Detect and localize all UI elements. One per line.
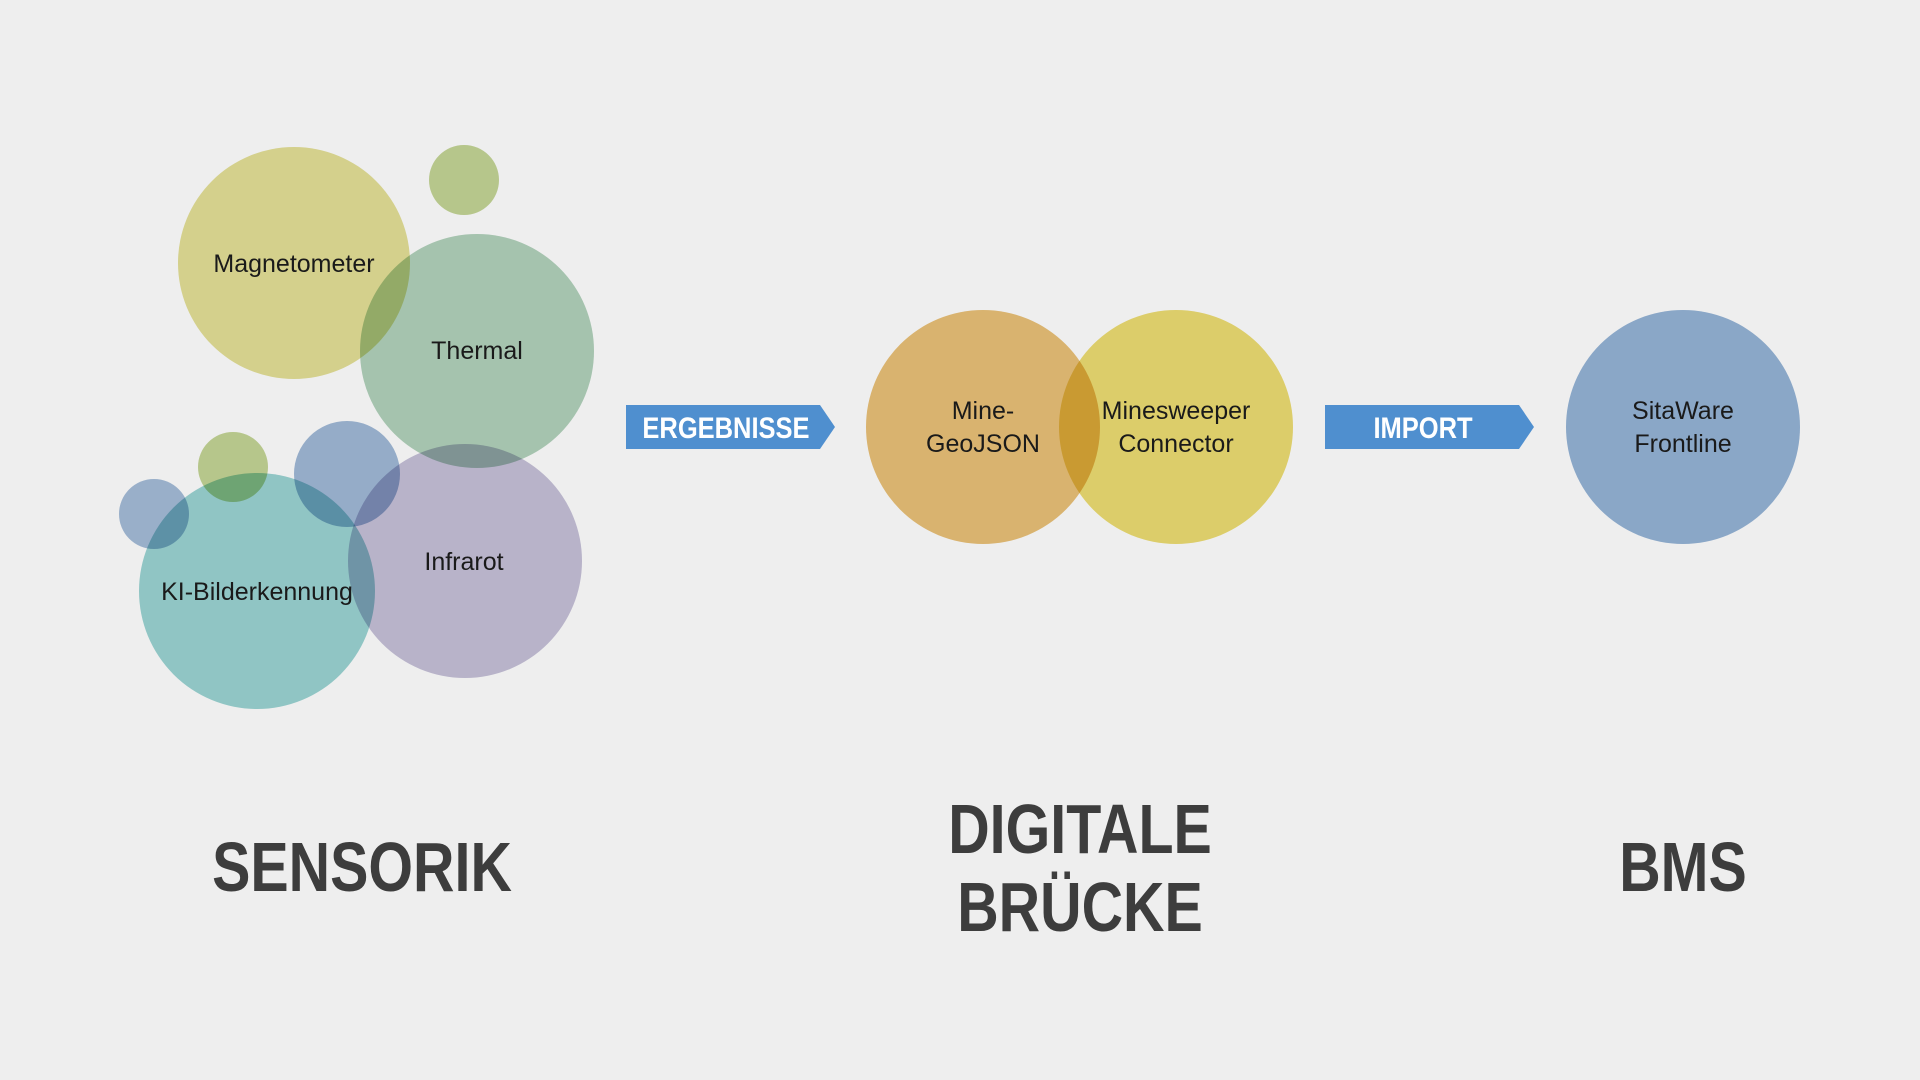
geojson-label-2: GeoJSON [926,430,1040,458]
sitaware-label-1: SitaWare [1632,397,1734,425]
magnetometer-circle [178,147,410,379]
import-arrow-label: IMPORT [1373,411,1472,444]
geojson-circle [866,310,1100,544]
small-green-circle [198,432,268,502]
thermal-label: Thermal [431,337,523,365]
results-arrow-label: ERGEBNISSE [642,411,809,444]
infrarot-circle [348,444,582,678]
bridge-title: DIGITALE BRÜCKE [916,790,1244,946]
sensorik-title: SENSORIK [212,828,512,906]
ki-label: KI-Bilderkennung [161,578,353,606]
connector-label-2: Connector [1118,430,1233,458]
ki-circle [139,473,375,709]
bridge-title-line1: DIGITALE [948,790,1212,868]
small-green-circle [429,145,499,215]
bridge-title-line2: BRÜCKE [957,868,1203,946]
geojson-label-1: Mine- [952,397,1015,425]
thermal-circle [360,234,594,468]
connector-circle [1059,310,1293,544]
small-blue-circle [119,479,189,549]
connector-label-1: Minesweeper [1102,397,1251,425]
sitaware-label-2: Frontline [1634,430,1731,458]
small-blue-circle [294,421,400,527]
sitaware-circle [1566,310,1800,544]
results-arrow [626,405,835,449]
bms-title: BMS [1619,828,1747,906]
import-arrow [1325,405,1534,449]
magnetometer-label: Magnetometer [213,250,374,278]
infrarot-label: Infrarot [424,548,503,576]
